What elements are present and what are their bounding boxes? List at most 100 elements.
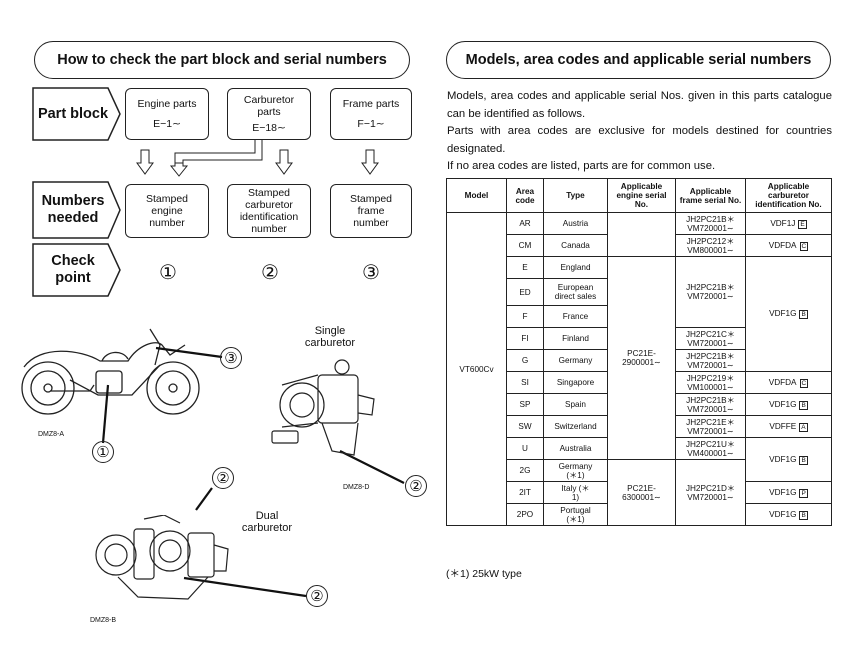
table-row: SW Switzerland JH2PC21E＊ VM720001∼ VDFFE…	[447, 415, 832, 438]
carb-tag: C	[799, 241, 809, 251]
flow-arrows	[136, 140, 379, 177]
engine-parts-code: E−1∼	[153, 118, 181, 130]
callout-3: ③	[220, 347, 242, 369]
table-row: VT600Cv AR Austria JH2PC21B＊ VM720001∼ V…	[446, 212, 832, 526]
down-arrow-icon	[361, 149, 379, 175]
single-carburetor-illustration	[271, 359, 375, 456]
check-point-arrow-shape	[32, 243, 121, 297]
type-cell: Germany (＊1)	[543, 459, 608, 482]
area-code-cell: 2G	[506, 459, 544, 482]
frame-serial-cell: JH2PC212＊ VM800001∼	[675, 234, 746, 257]
carb-tag: C	[799, 378, 809, 388]
bent-connector	[174, 140, 263, 164]
carburetor-parts-code: E−18∼	[252, 122, 286, 134]
engine-parts-label: Engine parts	[137, 98, 197, 110]
callout-2-dual-bottom: ②	[306, 585, 328, 607]
type-cell: Australia	[543, 437, 608, 460]
model-cell: VT600Cv	[446, 212, 507, 526]
down-arrow-icon	[136, 149, 154, 175]
type-cell: Spain	[543, 393, 608, 416]
col-header: Type	[543, 178, 608, 213]
frame-serial-cell: JH2PC21U＊ VM400001∼	[675, 437, 746, 460]
dual-carburetor-label: Dual carburetor	[241, 510, 293, 534]
type-cell: European direct sales	[543, 278, 608, 306]
frame-parts-code: F−1∼	[357, 118, 385, 130]
exclusive-paragraph: Parts with area codes are exclusive for …	[447, 125, 832, 155]
table-row: F France	[447, 305, 832, 328]
table-header-row: Model Area code Type Applicable engine s…	[446, 178, 832, 213]
numbers-needed-arrow-shape	[32, 181, 121, 239]
area-code-cell: SW	[506, 415, 544, 438]
check-point-label: Check point	[51, 253, 95, 286]
type-cell: France	[543, 305, 608, 328]
col-header: Applicable carburetor identification No.	[745, 178, 832, 213]
common-use-paragraph: If no area codes are listed, parts are f…	[447, 160, 716, 172]
figure-caption-d: DMZ8-D	[343, 484, 370, 491]
engine-serial-cell: PC21E-6300001∼	[607, 459, 676, 526]
engine-parts-box: Engine parts E−1∼	[125, 88, 209, 140]
stamped-engine-number-box: Stamped engine number	[125, 184, 209, 238]
models-table: Model Area code Type Applicable engine s…	[446, 178, 832, 526]
numbers-needed-label: Numbers needed	[41, 193, 105, 226]
carb-tag: P	[799, 488, 808, 498]
frame-serial-cell: JH2PC21B＊ VM720001∼	[675, 256, 746, 328]
area-code-cell: G	[506, 349, 544, 372]
left-header-text: How to check the part block and serial n…	[57, 52, 387, 68]
table-row: FI Finland JH2PC21C＊ VM720001∼	[447, 327, 832, 350]
type-cell: Switzerland	[543, 415, 608, 438]
area-code-cell: AR	[506, 212, 544, 235]
right-section-header: Models, area codes and applicable serial…	[446, 41, 831, 79]
footnote: (＊1) 25kW type	[446, 568, 522, 580]
part-block-arrow-shape	[32, 87, 121, 141]
area-code-cell: ED	[506, 278, 544, 306]
type-cell: Italy (＊1)	[543, 481, 608, 504]
col-header: Applicable engine serial No.	[607, 178, 676, 213]
area-code-cell: E	[506, 256, 544, 279]
frame-serial-cell: JH2PC21B＊ VM720001∼	[675, 393, 746, 416]
check-point-3: ③	[362, 261, 380, 284]
frame-serial-cell: JH2PC21D＊ VM720001∼	[675, 459, 746, 526]
carb-tag: A	[799, 422, 808, 432]
dual-carburetor-illustration	[95, 515, 229, 600]
single-carburetor-label: Single carburetor	[304, 325, 356, 349]
type-cell: Finland	[543, 327, 608, 350]
type-cell: England	[543, 256, 608, 279]
table-row: 2G Germany (＊1) PC21E-6300001∼ JH2PC21D＊…	[447, 459, 832, 526]
motorcycle-illustration	[21, 328, 200, 415]
callout-1: ①	[92, 441, 114, 463]
left-section-header: How to check the part block and serial n…	[34, 41, 410, 79]
frame-serial-cell: JH2PC21E＊ VM720001∼	[675, 415, 746, 438]
callout-2-dual-top: ②	[212, 467, 234, 489]
frame-parts-label: Frame parts	[342, 98, 400, 110]
engine-serial-cell	[607, 212, 676, 257]
carb-tag: E	[798, 219, 807, 229]
carb-tag: B	[799, 510, 808, 520]
frame-serial-cell: JH2PC219＊ VM100001∼	[675, 371, 746, 394]
area-code-cell: CM	[506, 234, 544, 257]
check-point-1: ①	[159, 261, 177, 284]
table-row: ED European direct sales	[447, 278, 832, 306]
frame-serial-cell: JH2PC21C＊ VM720001∼	[675, 327, 746, 350]
col-header: Model	[446, 178, 507, 213]
type-cell: Singapore	[543, 371, 608, 394]
frame-serial-cell: JH2PC21B＊ VM720001∼	[675, 349, 746, 372]
carb-tag: B	[799, 455, 808, 465]
col-header: Area code	[506, 178, 544, 213]
stamped-carburetor-number-box: Stamped carburetor identification number	[227, 184, 311, 238]
right-header-text: Models, area codes and applicable serial…	[465, 52, 812, 68]
carburetor-parts-label: Carburetor parts	[243, 94, 295, 118]
